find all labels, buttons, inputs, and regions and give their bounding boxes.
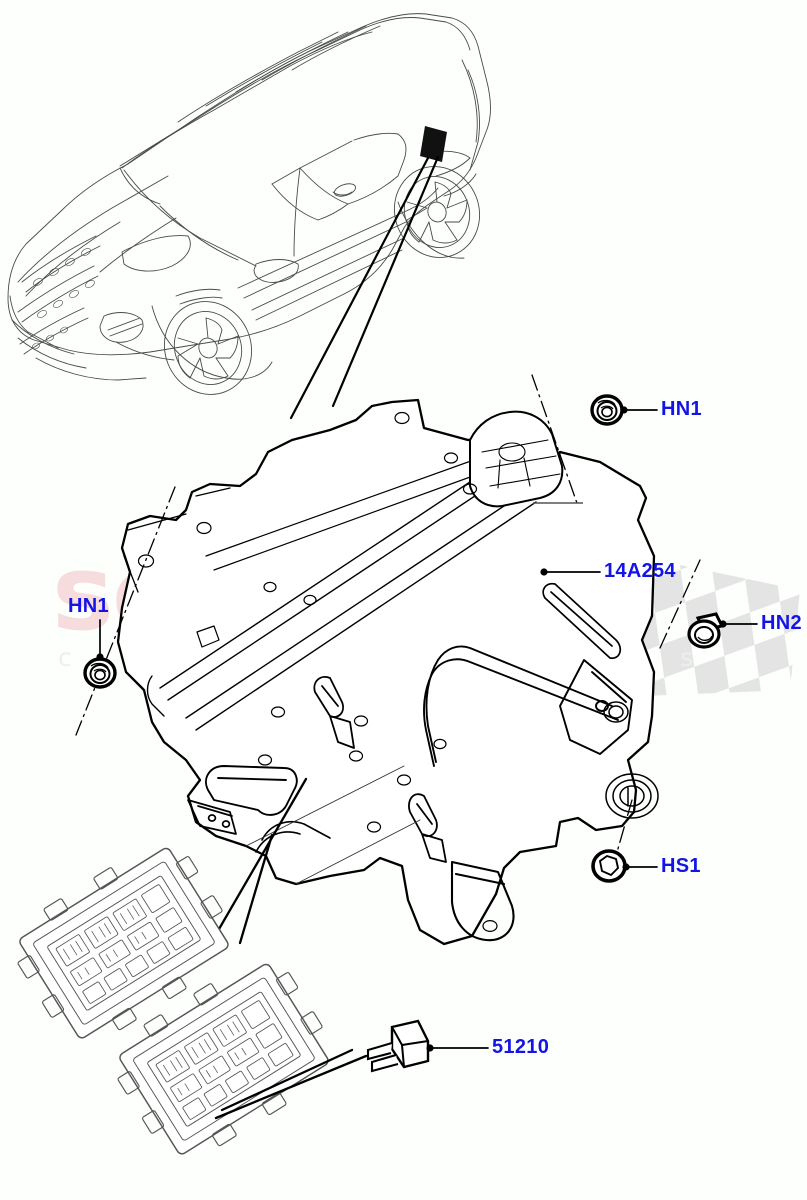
part-label-hs1[interactable]: HS1 bbox=[661, 855, 701, 877]
part-label-51210[interactable]: 51210 bbox=[492, 1036, 550, 1058]
blade-fuse-icon bbox=[366, 1019, 434, 1073]
range-rover-evoque-outline bbox=[7, 13, 491, 395]
fuse-box-detail-upper bbox=[17, 847, 229, 1039]
part-label-hn2[interactable]: HN2 bbox=[761, 612, 802, 634]
fuse-box-mounting-bracket bbox=[116, 398, 659, 946]
part-label-hn1-left[interactable]: HN1 bbox=[68, 595, 109, 617]
front-wheel bbox=[163, 301, 253, 395]
nut-icon-hn1-left bbox=[83, 653, 117, 689]
vehicle-to-bracket-leaders bbox=[289, 155, 440, 420]
location-marker bbox=[420, 126, 447, 162]
fusebox-to-fuse-leaders bbox=[214, 1048, 368, 1120]
part-label-14a254[interactable]: 14A254 bbox=[604, 560, 676, 582]
bracket-to-fusebox-leaders bbox=[206, 777, 308, 950]
nut-icon-hs1 bbox=[591, 849, 630, 883]
part-label-hn1-right[interactable]: HN1 bbox=[661, 398, 702, 420]
fuse-box-detail-lower bbox=[117, 963, 329, 1155]
rear-wheel bbox=[393, 166, 481, 258]
